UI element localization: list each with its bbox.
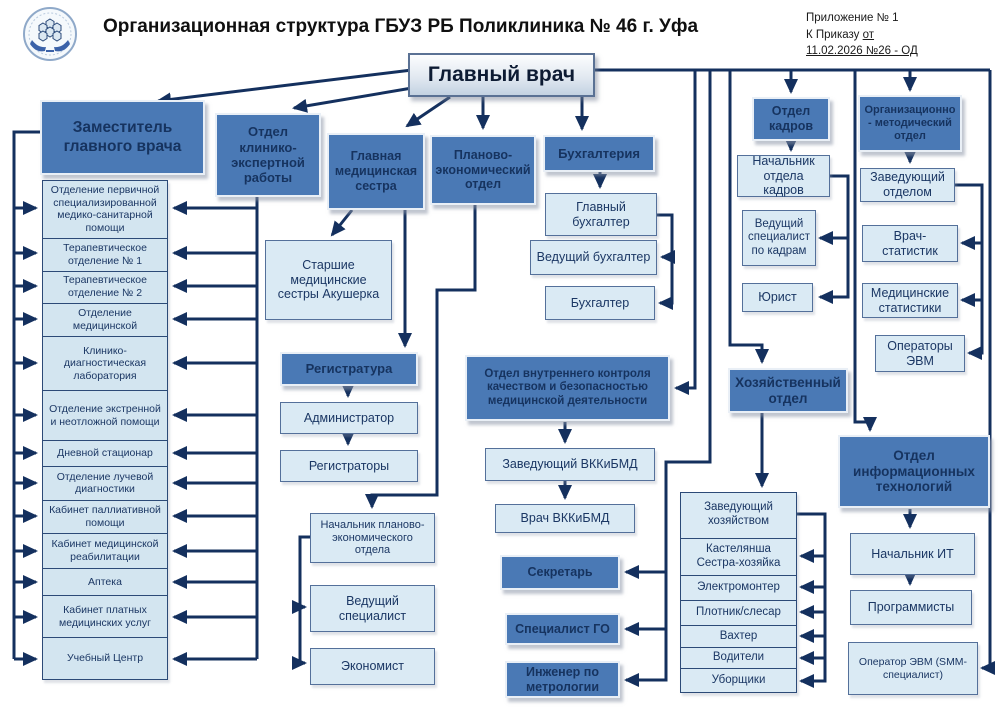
node-accountant: Бухгалтер xyxy=(545,286,655,320)
node-paid-services-room: Кабинет платных медицинских услуг xyxy=(43,595,167,637)
node-metrology-engineer: Инженер по метрологии xyxy=(505,661,620,698)
annotation-line-3: 11.02.2026 №26 - ОД xyxy=(806,45,918,58)
node-therapy-unit-1: Терапевтическое отделение № 1 xyxy=(43,237,167,271)
node-accounting-dept: Бухгалтерия xyxy=(543,135,655,172)
node-maintenance-manager: Заведующий хозяйством xyxy=(704,501,773,528)
node-day-hospital: Дневной стационар xyxy=(43,439,167,466)
node-computer-operator-smm: Оператор ЭВМ (SMM-специалист) xyxy=(848,642,978,695)
deputy-units-stack: Отделение первичной специализированной м… xyxy=(42,180,168,680)
node-training-center: Учебный Центр xyxy=(43,637,167,679)
maintenance-units-stack: Заведующий хозяйством Кастелянша Сестра-… xyxy=(680,492,797,693)
node-maintenance-dept: Хозяйственный отдел xyxy=(728,368,848,413)
node-dept-head: Заведующий отделом xyxy=(860,168,955,202)
node-civil-defense-specialist: Специалист ГО xyxy=(505,613,620,645)
node-clinical-lab: Клинико-диагностическая лаборатория xyxy=(43,336,167,390)
node-cleaners: Уборщики xyxy=(681,668,796,692)
node-primary-care-unit: Отделение первичной специализированной м… xyxy=(50,184,160,234)
node-chief-accountant: Главный бухгалтер xyxy=(545,193,657,236)
node-hr-leading-specialist: Ведущий специалист по кадрам xyxy=(742,210,816,266)
node-medical-statisticians: Медицинские статистики xyxy=(862,283,958,318)
node-administrator: Администратор xyxy=(280,402,418,434)
annotation-line-1: Приложение № 1 xyxy=(806,12,899,24)
node-secretary: Секретарь xyxy=(500,555,620,590)
node-watchman: Вахтер xyxy=(681,624,796,648)
page-title: Организационная структура ГБУЗ РБ Поликл… xyxy=(103,16,699,37)
node-therapy-unit-2: Терапевтическое отделение № 2 xyxy=(43,270,167,303)
node-medical-unit: Отделение медицинской xyxy=(43,302,167,337)
node-planning-dept: Планово-экономический отдел xyxy=(430,135,536,205)
node-lawyer: Юрист xyxy=(742,283,813,312)
node-quality-control-dept: Отдел внутреннего контроля качеством и б… xyxy=(465,355,670,421)
node-economist: Экономист xyxy=(310,648,435,685)
node-electrician: Электромонтер xyxy=(681,575,796,600)
node-hr-dept: Отдел кадров xyxy=(752,97,830,141)
annotation-line-2: К Приказу от xyxy=(806,28,875,41)
node-carpenter: Плотник/слесар xyxy=(681,599,796,625)
node-statistician-doctor: Врач-статистик xyxy=(862,225,958,262)
node-it-head: Начальник ИТ xyxy=(850,533,975,575)
node-it-dept: Отдел информационных технологий xyxy=(838,435,990,508)
node-linen-keeper: Кастелянша Сестра-хозяйка xyxy=(681,537,796,576)
node-chief-nurse: Главная медицинская сестра xyxy=(327,133,425,210)
node-quality-head: Заведующий ВККиБМД xyxy=(485,448,655,481)
node-org-method-dept: Организационно - методический отдел xyxy=(858,95,962,152)
node-clinical-expert-dept: Отдел клинико-экспертной работы xyxy=(215,113,321,197)
node-leading-specialist: Ведущий специалист xyxy=(310,585,435,632)
node-palliative-room: Кабинет паллиативной помощи xyxy=(43,499,167,533)
node-hr-head: Начальник отдела кадров xyxy=(737,154,830,197)
node-rehab-room: Кабинет медицинской реабилитации xyxy=(43,532,167,569)
node-computer-operators: Операторы ЭВМ xyxy=(875,335,965,372)
node-planning-head: Начальник планово-экономического отдела xyxy=(310,513,435,563)
node-quality-doctor: Врач ВККиБМД xyxy=(495,504,635,533)
order-annotation: Приложение № 1 К Приказу от 11.02.2026 №… xyxy=(806,10,991,60)
node-chief-doctor: Главный врач xyxy=(408,53,595,97)
node-registrars: Регистраторы xyxy=(280,450,418,482)
node-drivers: Водители xyxy=(681,647,796,668)
clinic-logo-icon xyxy=(23,7,77,61)
node-radiology-unit: Отделение лучевой диагностики xyxy=(43,465,167,500)
node-programmers: Программисты xyxy=(850,590,972,625)
node-emergency-unit: Отделение экстренной и неотложной помощи xyxy=(43,390,167,440)
node-leading-accountant: Ведущий бухгалтер xyxy=(530,240,657,275)
node-senior-nurses: Старшие медицинские сестры Акушерка xyxy=(265,240,392,320)
node-deputy-chief-doctor: Заместитель главного врача xyxy=(40,100,205,175)
node-pharmacy: Аптека xyxy=(43,568,167,595)
node-registry: Регистратура xyxy=(280,352,418,386)
